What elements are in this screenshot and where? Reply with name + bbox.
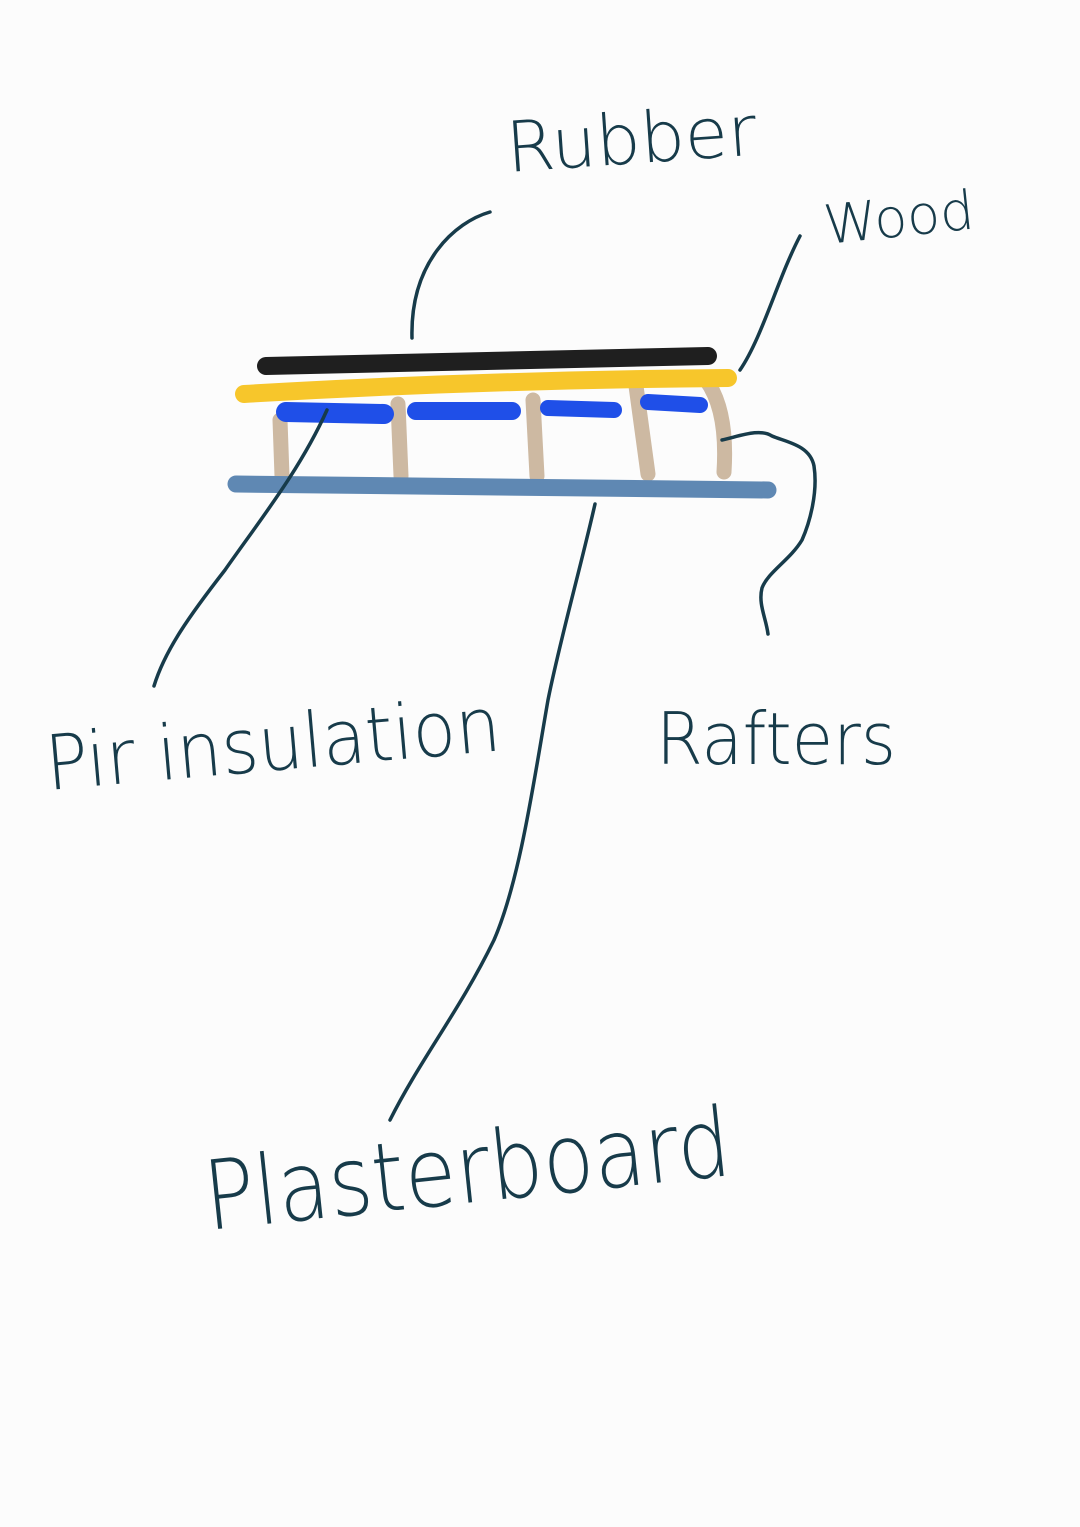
rafters-label: Rafters: [656, 697, 896, 781]
pir-insulation-label: Pir insulation: [42, 680, 504, 808]
rafter-4: [628, 378, 656, 482]
plasterboard-leader-line: [388, 502, 597, 1122]
plasterboard-layer: [227, 475, 777, 499]
rafters-leader-line: [720, 430, 817, 636]
insulation-board-1: [276, 402, 394, 424]
rubber-leader-line: [410, 210, 492, 340]
plasterboard-label: Plasterboard: [199, 1086, 736, 1253]
pir-insulation-boards: [276, 394, 708, 424]
wood-leader-line: [738, 234, 802, 372]
wood-deck: [235, 369, 737, 403]
rafter-1: [272, 412, 290, 484]
pir-insulation-leader-line: [152, 408, 329, 688]
rafter-3: [525, 392, 545, 484]
rubber-membrane: [257, 347, 717, 375]
rafter-2: [390, 396, 409, 484]
insulation-board-3: [540, 400, 622, 418]
rubber-label: Rubber: [503, 90, 759, 189]
rafter-5: [698, 372, 733, 480]
insulation-board-4: [640, 394, 708, 413]
wood-label: Wood: [821, 179, 977, 257]
